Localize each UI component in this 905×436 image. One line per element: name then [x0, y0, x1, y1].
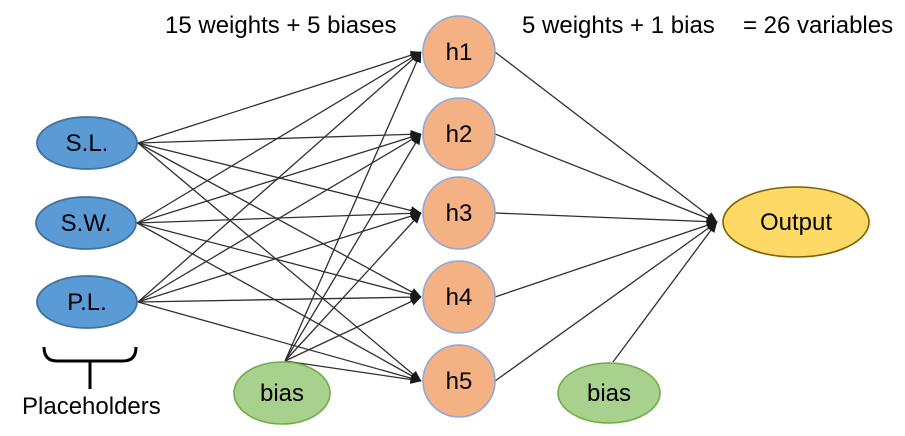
edge-arrow: [612, 221, 718, 363]
output-layer-params-text: 5 weights + 1 bias: [522, 12, 715, 39]
hidden-node-h4-shape: [422, 260, 496, 334]
input-node-sw-label: S.W.: [61, 210, 112, 237]
input-node-sl-shape: [36, 116, 138, 170]
brace-bar: [42, 346, 138, 363]
edge-arrow: [137, 129, 422, 144]
hidden-bias-shape: [233, 361, 331, 425]
edge-arrow: [137, 133, 422, 303]
hidden-node-h2-shape: [422, 97, 496, 171]
output-bias-shape: [557, 362, 661, 424]
input-node-pl-label: P.L.: [67, 289, 107, 316]
hidden-node-h3: h3: [422, 176, 496, 250]
edge-arrow: [136, 132, 422, 224]
hidden-layer-params-text: 15 weights + 5 biases: [165, 12, 396, 39]
edge-arrow: [137, 142, 422, 298]
edge-arrow: [284, 360, 422, 384]
edge-arrow: [494, 212, 718, 226]
edge-arrow: [494, 221, 718, 298]
hidden-node-h4-label: h4: [446, 284, 473, 311]
output-bias-node: bias: [557, 362, 661, 424]
edge-arrow: [137, 211, 422, 303]
hidden-node-h5-label: h5: [446, 368, 473, 395]
total-variables-text: = 26 variables: [743, 12, 893, 39]
output-bias-label: bias: [587, 380, 631, 407]
edge-arrow: [136, 51, 422, 224]
input-node-sl-label: S.L.: [66, 130, 109, 157]
hidden-bias-label: bias: [260, 380, 304, 407]
edge-arrow: [284, 212, 422, 362]
edge-arrow: [137, 51, 422, 144]
output-node: Output: [722, 186, 870, 258]
edge-arrow: [137, 51, 422, 303]
hidden-node-h2-label: h2: [446, 121, 473, 148]
edge-arrow: [136, 222, 422, 299]
output-node-shape: [722, 186, 870, 258]
hidden-node-h5-shape: [422, 344, 496, 418]
hidden-node-h2: h2: [422, 97, 496, 171]
hidden-node-h1-label: h1: [446, 39, 473, 66]
hidden-node-h1-shape: [422, 15, 496, 89]
input-node-sw-shape: [35, 196, 137, 250]
edge-arrow: [494, 133, 718, 223]
hidden-bias-node: bias: [233, 361, 331, 425]
edge-arrow: [137, 292, 422, 303]
edge-arrow: [136, 222, 422, 382]
edge-arrow: [284, 133, 422, 362]
edge-arrow: [137, 142, 422, 382]
edges-to-hidden: [136, 51, 422, 384]
edges-to-output: [494, 51, 718, 382]
input-node-sl: S.L.: [36, 116, 138, 170]
input-node-pl: P.L.: [36, 275, 138, 329]
output-node-label: Output: [760, 209, 832, 236]
hidden-node-h4: h4: [422, 260, 496, 334]
placeholders-caption: Placeholders: [22, 393, 161, 420]
placeholders-brace: [42, 346, 138, 389]
hidden-node-h3-shape: [422, 176, 496, 250]
edge-arrow: [137, 301, 422, 383]
edge-arrow: [284, 51, 422, 362]
edge-arrow: [494, 51, 718, 223]
hidden-node-h1: h1: [422, 15, 496, 89]
input-node-pl-shape: [36, 275, 138, 329]
hidden-node-h3-label: h3: [446, 200, 473, 227]
input-node-sw: S.W.: [35, 196, 137, 250]
hidden-node-h5: h5: [422, 344, 496, 418]
edge-arrow: [284, 296, 422, 362]
edge-arrow: [494, 221, 718, 382]
